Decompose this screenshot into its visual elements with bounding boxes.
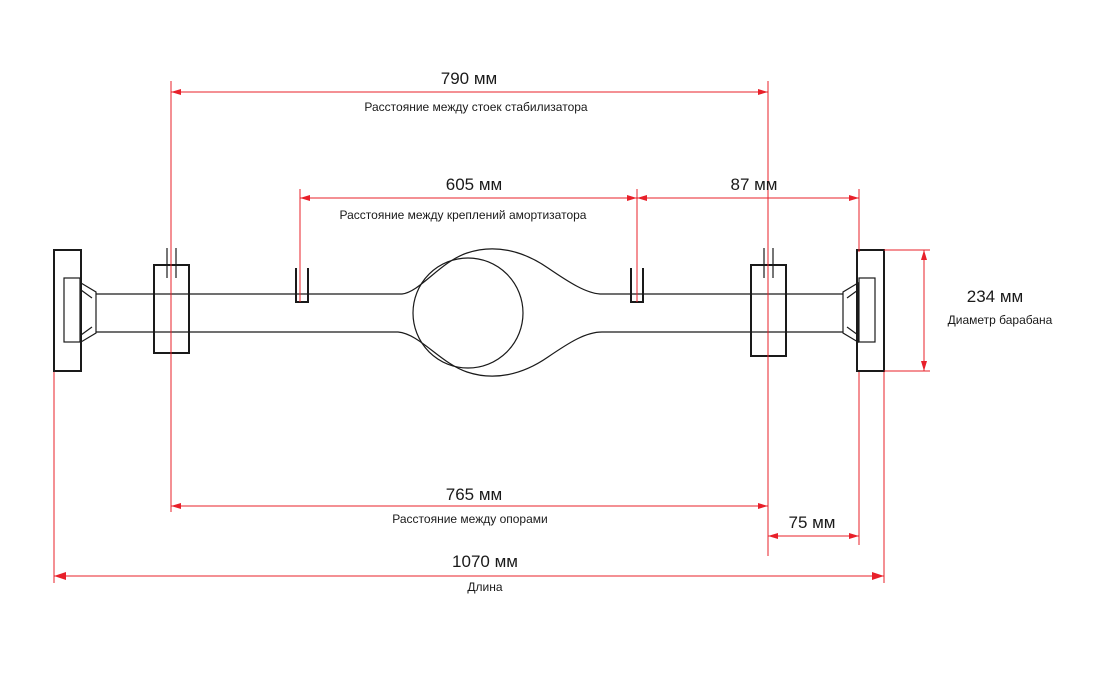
- arrow-head: [758, 503, 768, 509]
- support-to-drum-value: 75 мм: [788, 513, 835, 532]
- shock-to-drum-value: 87 мм: [730, 175, 777, 194]
- arrow-head: [300, 195, 310, 201]
- arrow-head: [768, 533, 778, 539]
- stabilizer-distance-value: 790 мм: [441, 69, 497, 88]
- arrow-head: [171, 503, 181, 509]
- axle-tube-outline: [96, 248, 843, 295]
- arrow-head: [171, 89, 181, 95]
- drum-diameter-value: 234 мм: [967, 287, 1023, 306]
- left-brake-drum: [53, 249, 82, 372]
- right-hub-cone: [842, 281, 859, 344]
- dimension-labels: 790 мм Расстояние между стоек стабилизат…: [340, 69, 1053, 594]
- arrow-head: [921, 361, 927, 371]
- length-value: 1070 мм: [452, 552, 518, 571]
- left-hub-cone: [80, 281, 97, 344]
- support-distance-caption: Расстояние между опорами: [392, 512, 547, 526]
- left-hub-rib: [80, 326, 93, 336]
- arrow-head: [637, 195, 647, 201]
- arrow-head: [849, 533, 859, 539]
- differential-housing: [412, 257, 524, 369]
- axle-beam: [53, 248, 885, 377]
- arrow-head: [872, 572, 884, 580]
- arrow-head: [849, 195, 859, 201]
- drum-diameter-caption: Диаметр барабана: [948, 313, 1053, 327]
- shock-mount-distance-value: 605 мм: [446, 175, 502, 194]
- arrow-head: [921, 250, 927, 260]
- left-hub-flange: [63, 277, 81, 343]
- support-distance-value: 765 мм: [446, 485, 502, 504]
- arrow-head: [54, 572, 66, 580]
- right-hub-flange: [858, 277, 876, 343]
- length-caption: Длина: [467, 580, 502, 594]
- left-shock-bracket: [295, 268, 309, 303]
- right-brake-drum: [856, 249, 885, 372]
- arrow-head: [758, 89, 768, 95]
- right-hub-rib: [846, 289, 859, 299]
- stabilizer-distance-caption: Расстояние между стоек стабилизатора: [364, 100, 588, 114]
- right-hub-rib: [846, 326, 859, 336]
- arrow-head: [627, 195, 637, 201]
- shock-mount-distance-caption: Расстояние между креплений амортизатора: [340, 208, 587, 222]
- left-hub-rib: [80, 289, 93, 299]
- dimension-lines: [53, 81, 930, 583]
- axle-tube-outline: [96, 331, 843, 377]
